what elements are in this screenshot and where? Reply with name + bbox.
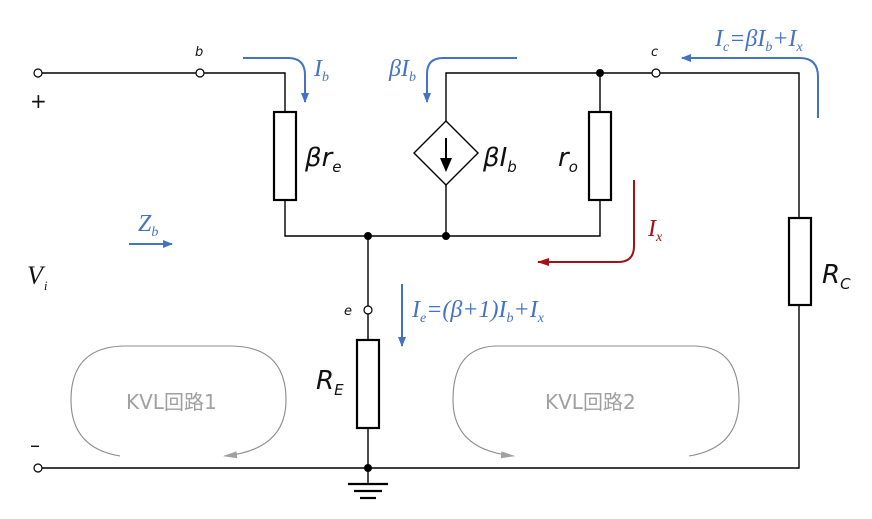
- arrow-down-icon: [440, 158, 452, 172]
- node-label-b: b: [195, 45, 203, 60]
- wire-bre-bottom: [284, 200, 601, 237]
- label-dep-source: βIb: [482, 143, 517, 176]
- wires: [42, 72, 800, 484]
- current-label-ic: Ic=βIb+Ix: [714, 26, 804, 55]
- current-label-ib: Ib: [313, 56, 329, 85]
- current-label-beta-ib: βIb: [388, 56, 416, 85]
- terminal-b: [195, 68, 205, 78]
- terminal-c: [651, 68, 661, 78]
- dependent-current-source: [413, 120, 479, 186]
- wire-b-to-bre: [204, 72, 286, 112]
- current-arrow-beta-ib-icon: [423, 57, 517, 103]
- label-re: RE: [316, 366, 344, 399]
- wire-rc-bottom: [42, 305, 800, 469]
- node-label-c: c: [651, 45, 658, 60]
- kvl-loop-1-arrow-icon: [70, 345, 287, 459]
- junction-dot: [364, 464, 372, 472]
- junction-dot: [596, 69, 604, 77]
- wire-source-top: [445, 72, 652, 121]
- label-beta-re: βre: [304, 143, 342, 176]
- resistor-ro: [587, 110, 613, 202]
- resistor-rc: [787, 216, 813, 307]
- impedance-label: Zb: [138, 211, 158, 240]
- current-arrow-ib-icon: [243, 57, 309, 103]
- wire-c-to-rc: [660, 72, 800, 218]
- junction-dot: [364, 232, 372, 240]
- current-arrow-ic-icon: [681, 54, 819, 118]
- terminal-input-plus: [33, 68, 43, 78]
- current-label-ie: Ie=(β+1)Ib+Ix: [411, 297, 545, 326]
- label-rc: RC: [822, 260, 851, 293]
- resistor-re: [355, 338, 381, 430]
- minus-sign: –: [30, 433, 40, 457]
- label-ro: ro: [558, 143, 578, 176]
- kvl-loop-2-arrow-icon: [452, 345, 740, 459]
- input-voltage-label: Vi: [27, 261, 48, 293]
- resistor-beta-re: [272, 110, 298, 202]
- current-label-ix: Ix: [647, 216, 663, 245]
- kvl-loop-2-label: KVL回路2: [545, 390, 636, 414]
- plus-sign: +: [30, 89, 47, 113]
- ground-icon: [348, 482, 388, 500]
- current-arrow-ix-icon: [537, 180, 635, 266]
- terminal-e: [363, 305, 373, 315]
- node-label-e: e: [344, 304, 352, 319]
- kvl-loop-1-label: KVL回路1: [126, 390, 217, 414]
- junction-dot: [442, 232, 450, 240]
- terminal-input-minus: [33, 463, 43, 473]
